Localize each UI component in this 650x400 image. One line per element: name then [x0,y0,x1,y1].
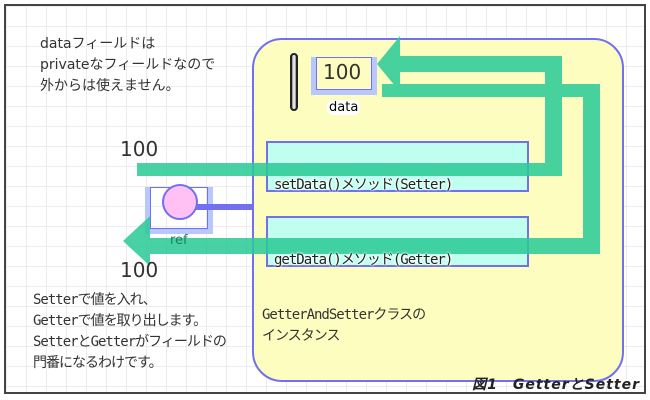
note-line: Getterで値を取り出します。 [33,313,207,329]
getter-arrow [123,84,600,266]
note-line: 外からは使えません。 [40,78,180,94]
note-line: privateなフィールドなので [40,57,216,73]
ref-connector [196,204,253,210]
getter-output-value: 100 [120,258,159,282]
field-bar-icon [290,53,298,111]
note-line: Setterで値を入れ、 [33,292,157,308]
ref-label: ref [170,233,188,248]
instance-label-line: GetterAndSetterクラスの [262,307,426,323]
data-field-container [311,57,377,95]
setter-input-value: 100 [120,137,159,161]
note-line: dataフィールドは [40,36,156,52]
figure-caption: 図1 GetterとSetter [472,377,640,393]
field-value: 100 [323,60,362,84]
instance-label-line: インスタンス [262,328,340,344]
ref-container [145,187,213,234]
instance-label: GetterAndSetterクラスの インスタンス [262,305,426,347]
ref-object-circle [162,184,198,220]
getter-label: getData()メソッド(Getter) [274,252,453,268]
note-line: SetterとGetterがフィールドの [33,334,227,350]
explanation-note: Setterで値を入れ、 Getterで値を取り出します。 SetterとGet… [33,290,227,374]
private-field-note: dataフィールドは privateなフィールドなので 外からは使えません。 [40,34,215,97]
note-line: 門番になるわけです。 [33,355,163,371]
setter-arrow [137,36,562,176]
setter-label: setData()メソッド(Setter) [274,177,453,193]
field-label: data [327,100,361,115]
